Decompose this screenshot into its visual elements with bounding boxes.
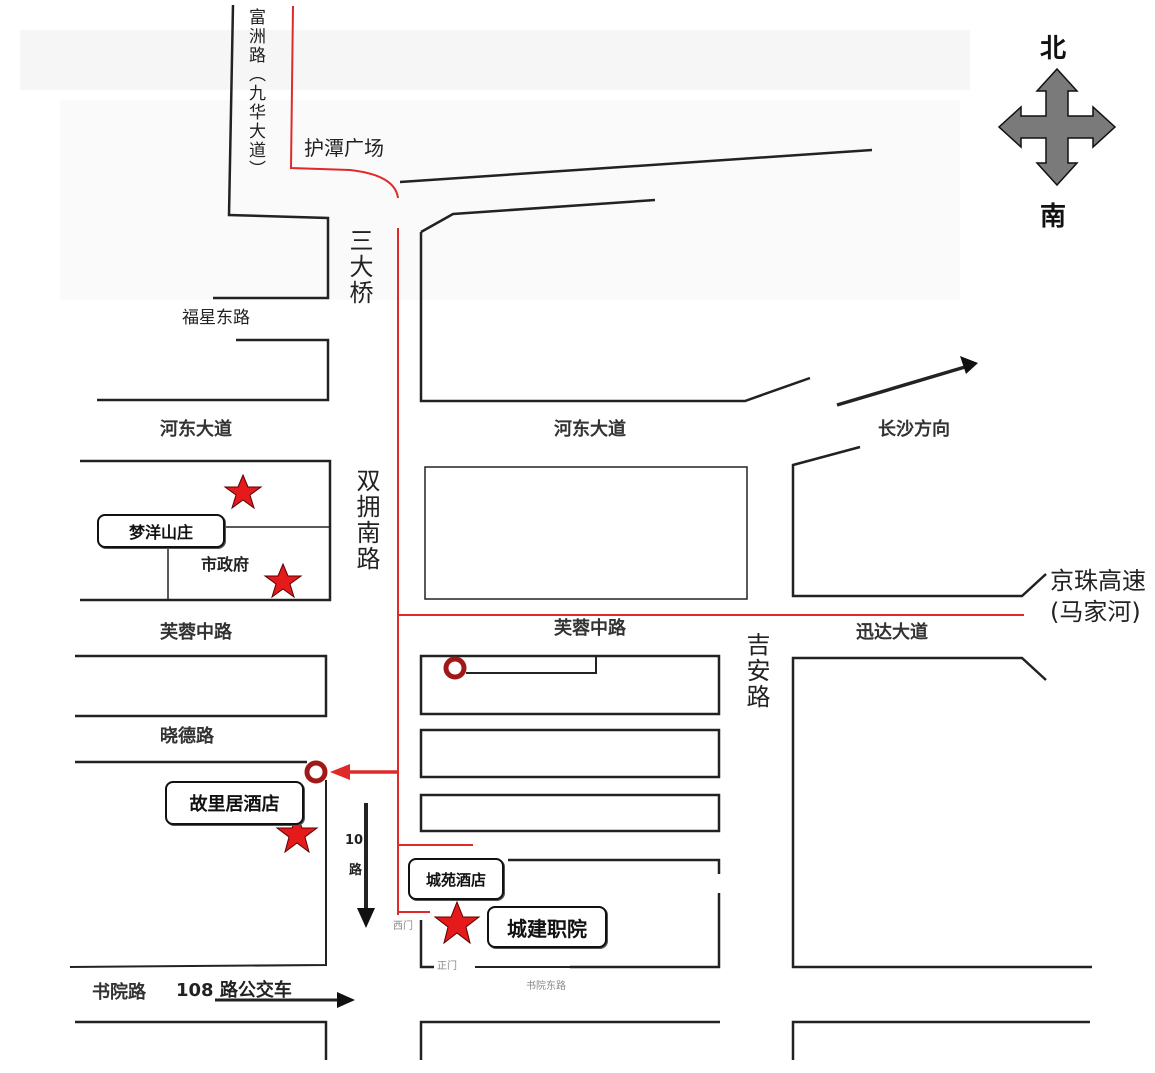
block-center [424,466,748,600]
label-hutan-square: 护潭广场 [304,136,384,160]
label-furong-left: 芙蓉中路 [160,622,232,643]
road-right-south-block [791,656,1092,969]
arrow-to-guliju [330,764,350,780]
bus-108-arrow-head [337,992,355,1008]
label-bus-108: 108 路公交车 [176,980,292,1001]
label-shuyuan: 书院路 [92,982,146,1003]
label-bus-10-number: 10 [345,833,364,848]
star-icon [275,813,319,854]
label-shuyuan-east: 书院东路 [526,981,566,992]
bus-stop-icon [304,760,328,784]
landmark-guliju-hotel: 故里居酒店 [165,781,304,825]
block-left-furong [75,654,328,718]
changsha-arrow-head [960,356,978,374]
label-hedong-left: 河东大道 [160,419,232,440]
label-furong-center: 芙蓉中路 [554,618,626,639]
road-left-vertical [69,780,327,968]
label-fuzhou-road: 富洲路（九华大道） [245,8,265,179]
compass-north: 北 [1040,34,1067,64]
jingzhu-connector [1021,573,1047,597]
block-center-1 [419,654,721,716]
road-fuxing-lower [97,338,330,402]
label-xunda: 迅达大道 [856,622,928,643]
label-jian-road: 吉安路 [742,632,770,710]
background-patch [60,100,960,300]
label-sandaqiao: 三大桥 [345,228,373,306]
road-ne-lower [420,198,656,234]
label-xiaode: 晓德路 [160,726,214,747]
label-hedong-center: 河东大道 [554,419,626,440]
label-fuxing-east: 福星东路 [182,308,250,328]
label-shuangyong-south: 双拥南路 [352,468,380,572]
compass-south: 南 [1040,202,1067,232]
block-city-gov [80,459,332,602]
label-jingzhu: 京珠高速(马家河) [1050,567,1146,627]
route-north [289,5,399,199]
road-fuzhou-edge [213,4,330,300]
landmark-mengyang: 梦洋山庄 [97,514,225,548]
road-campus-left [419,920,434,969]
road-center-bottom [419,1020,720,1060]
landmark-chengjian-college: 城建职院 [487,906,607,948]
block-center-3 [419,793,721,833]
star-icon [433,900,481,945]
road-shuyuan-south [75,1020,328,1060]
landmark-city-gov: 市政府 [201,555,250,574]
star-icon [263,562,303,599]
label-changsha-direction: 长沙方向 [878,419,950,440]
road-internal [466,656,597,674]
block-center-2 [419,728,721,779]
compass-icon [997,67,1117,187]
road-ne-upper [399,148,873,184]
road-right-bottom [791,1020,1090,1060]
road-hedong-north-block [419,232,811,403]
bus-10-arrow-head [357,908,375,928]
road-center-4-top [508,858,721,874]
background-patch [20,30,970,90]
label-bus-10-unit: 路 [349,863,363,878]
changsha-arrow-shaft [836,365,966,407]
label-west-gate: 西门 [393,921,413,932]
road-right-north-block [791,445,1047,598]
label-main-gate: 正门 [437,961,457,972]
bus-stop-icon [443,656,467,680]
landmark-chengyuan-hotel: 城苑酒店 [408,858,504,900]
star-icon [223,473,263,510]
